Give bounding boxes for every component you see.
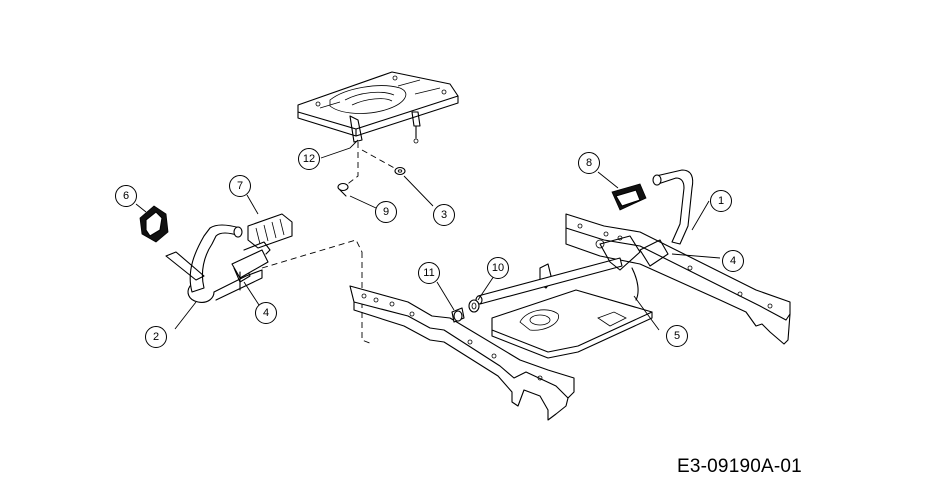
pivot-bracket-left [231,241,271,291]
svg-text:8: 8 [586,157,592,169]
callout-1: 1 [710,190,732,212]
bushing-part-11 [451,307,465,323]
svg-text:5: 5 [674,330,680,342]
callout-7: 7 [229,175,251,197]
svg-text:4: 4 [263,307,269,319]
callout-11: 11 [418,262,440,284]
svg-text:9: 9 [383,206,389,218]
leader-lines [135,139,721,331]
drawing-number: E3-09190A-01 [677,456,802,477]
svg-text:3: 3 [441,209,447,221]
callout-6: 6 [115,185,137,207]
svg-text:1: 1 [718,195,724,207]
svg-text:4: 4 [730,255,736,267]
pedal-pad-6 [139,205,169,243]
assembly-dashed-line-left [261,239,373,345]
assembly-dashed-line-seat [344,142,359,187]
callout-10: 10 [487,257,509,279]
svg-text:10: 10 [492,262,504,274]
assembly-dashed-line-seat-2 [361,149,399,171]
callout-2: 2 [145,326,167,348]
svg-text:2: 2 [153,331,159,343]
bushing-part-10 [468,299,480,313]
seat-mounting-plate [297,71,459,144]
washer-part-3 [394,166,406,176]
callout-4-right: 4 [722,250,744,272]
callout-3: 3 [433,204,455,226]
left-frame-rail [349,285,575,421]
svg-text:7: 7 [237,180,243,192]
pedal-pad-7 [247,213,293,249]
svg-text:12: 12 [303,153,315,165]
callout-8: 8 [578,152,600,174]
callout-5: 5 [666,325,688,347]
right-pedal-lever [599,169,694,301]
callout-4-left: 4 [255,302,277,324]
bolt-part-9 [337,182,349,197]
pedal-pad-8 [611,183,647,211]
callout-9: 9 [375,201,397,223]
callout-12: 12 [298,148,320,170]
svg-text:11: 11 [423,267,434,279]
svg-text:6: 6 [123,190,129,202]
